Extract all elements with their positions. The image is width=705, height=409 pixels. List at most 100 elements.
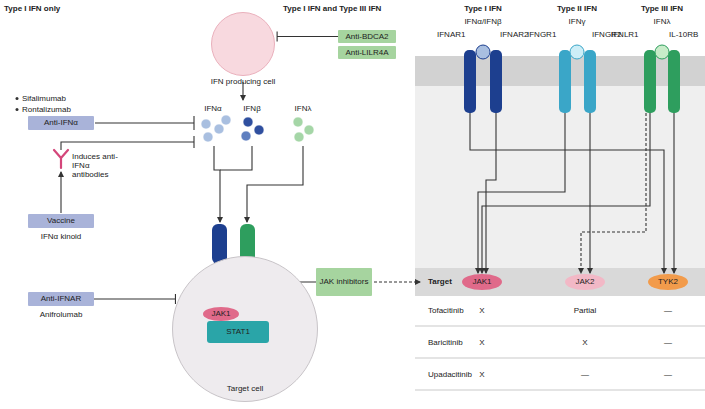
- label-text: X: [582, 338, 587, 347]
- block-line: [61, 136, 194, 150]
- ifn-lambda: [294, 132, 304, 142]
- bullets: [16, 97, 19, 111]
- label-text: Induces anti-IFNα antibodies: [72, 152, 124, 180]
- ifn-alpha: [203, 132, 213, 142]
- node-text: Anti-IFNα: [44, 118, 78, 127]
- label-text: —: [664, 306, 672, 315]
- ifn-alpha: [221, 115, 231, 125]
- label-text: X: [479, 338, 484, 347]
- drug-box: Anti-LILR4A: [338, 46, 396, 59]
- ifn-beta: [254, 125, 264, 135]
- bullet: [16, 108, 19, 111]
- node-text: JAK2: [575, 277, 594, 286]
- label-text: X: [479, 306, 484, 315]
- drug-box: Anti-BDCA2: [338, 30, 396, 43]
- dashed-arrow: [374, 282, 420, 283]
- label-text: IFNGR1: [527, 30, 556, 39]
- drug-box: Vaccine: [28, 214, 94, 228]
- node-text: Anti-LILR4A: [345, 48, 388, 57]
- label-text: —: [581, 370, 589, 379]
- type2-receptor: [559, 45, 596, 113]
- ifn-lambda: [304, 125, 314, 135]
- inhibition-connector: [94, 294, 175, 304]
- ligand: [570, 45, 584, 59]
- signal-line: [673, 113, 674, 273]
- ligand: [655, 45, 669, 59]
- binding-arrow: [247, 146, 303, 222]
- label-text: —: [664, 370, 672, 379]
- table-rule: [415, 326, 705, 327]
- table-header-band: [415, 268, 705, 296]
- kinase-oval: JAK2: [565, 274, 605, 290]
- cytoplasm-panel: [415, 86, 705, 268]
- receptor-chain: [464, 50, 476, 113]
- label-text: IFNLR1: [611, 30, 639, 39]
- receptor-chain: [559, 50, 571, 113]
- label-text: Sifalimumab: [22, 94, 66, 103]
- label-text: Anifrolumab: [40, 310, 83, 319]
- antibody-lines: [61, 116, 194, 213]
- drug-box: Anti-IFNα: [28, 116, 94, 130]
- bullet: [16, 97, 19, 100]
- type1-receptor: [464, 45, 502, 113]
- signal-lines: [470, 113, 674, 273]
- receptor-chain: [668, 50, 680, 113]
- label-text: IFNγ: [569, 17, 586, 26]
- signal-line: [589, 113, 590, 273]
- label-text: X: [479, 370, 484, 379]
- stat-box: STAT1: [207, 321, 269, 343]
- label-text: Type I IFN: [464, 4, 502, 13]
- label-text: Type II IFN: [557, 4, 597, 13]
- node-text: Target cell: [227, 384, 263, 393]
- label-text: IFNAR1: [437, 30, 465, 39]
- label-text: IFNAR2: [500, 30, 528, 39]
- ifn-alpha: [214, 124, 224, 134]
- label-text: Partial: [574, 306, 597, 315]
- node-text: JAK1: [211, 309, 230, 318]
- kinase-oval: TYK2: [648, 274, 688, 290]
- node-text: Anti-BDCA2: [345, 32, 388, 41]
- label-text: Baricitinib: [428, 338, 463, 347]
- label-text: IL-10RB: [669, 30, 698, 39]
- table-rule: [415, 390, 705, 391]
- label-text: Rontalizumab: [22, 105, 71, 114]
- block-line: [95, 116, 194, 130]
- label-text: Type I IFN only: [4, 4, 60, 13]
- node-text: Anti-IFNAR: [41, 294, 81, 303]
- receptor-chain: [584, 50, 596, 113]
- binding-arrows: [214, 146, 303, 222]
- inhibition-connector: [277, 32, 338, 42]
- kinase-oval: JAK1: [462, 274, 502, 290]
- node-text: STAT1: [226, 327, 250, 336]
- label-text: Upadacitinib: [428, 370, 472, 379]
- node-text: TYK2: [658, 277, 678, 286]
- signal-line: [486, 113, 496, 273]
- table-rule: [415, 358, 705, 359]
- cell-circle: Target cell JAK1STAT1: [172, 256, 318, 402]
- label-text: IFNα/IFNβ: [464, 17, 501, 26]
- signal-line: [478, 113, 565, 273]
- ifn-beta: [241, 131, 251, 141]
- label-text: Type III IFN: [641, 4, 683, 13]
- label-text: IFNα: [204, 104, 222, 113]
- node-text: Vaccine: [47, 216, 75, 225]
- ifn-lambda: [293, 117, 303, 127]
- label-text: Target: [428, 277, 452, 286]
- label-text: Type I IFN and Type III IFN: [283, 4, 381, 13]
- ifn-molecules: [201, 115, 314, 142]
- receptor-chain: [644, 50, 656, 113]
- partial-line: [581, 113, 646, 273]
- label-text: IFNλ: [295, 104, 312, 113]
- node-text: JAK1: [472, 277, 491, 286]
- label-text: IFNβ: [243, 104, 261, 113]
- receptor-chain: [490, 50, 502, 113]
- binding-arrow: [214, 146, 220, 222]
- kinase-oval: JAK1: [203, 307, 239, 321]
- ligand: [476, 45, 490, 59]
- drug-box: Anti-IFNAR: [28, 292, 94, 306]
- node-text: IFN producing cell: [211, 77, 275, 86]
- label-text: Tofacitinib: [428, 306, 464, 315]
